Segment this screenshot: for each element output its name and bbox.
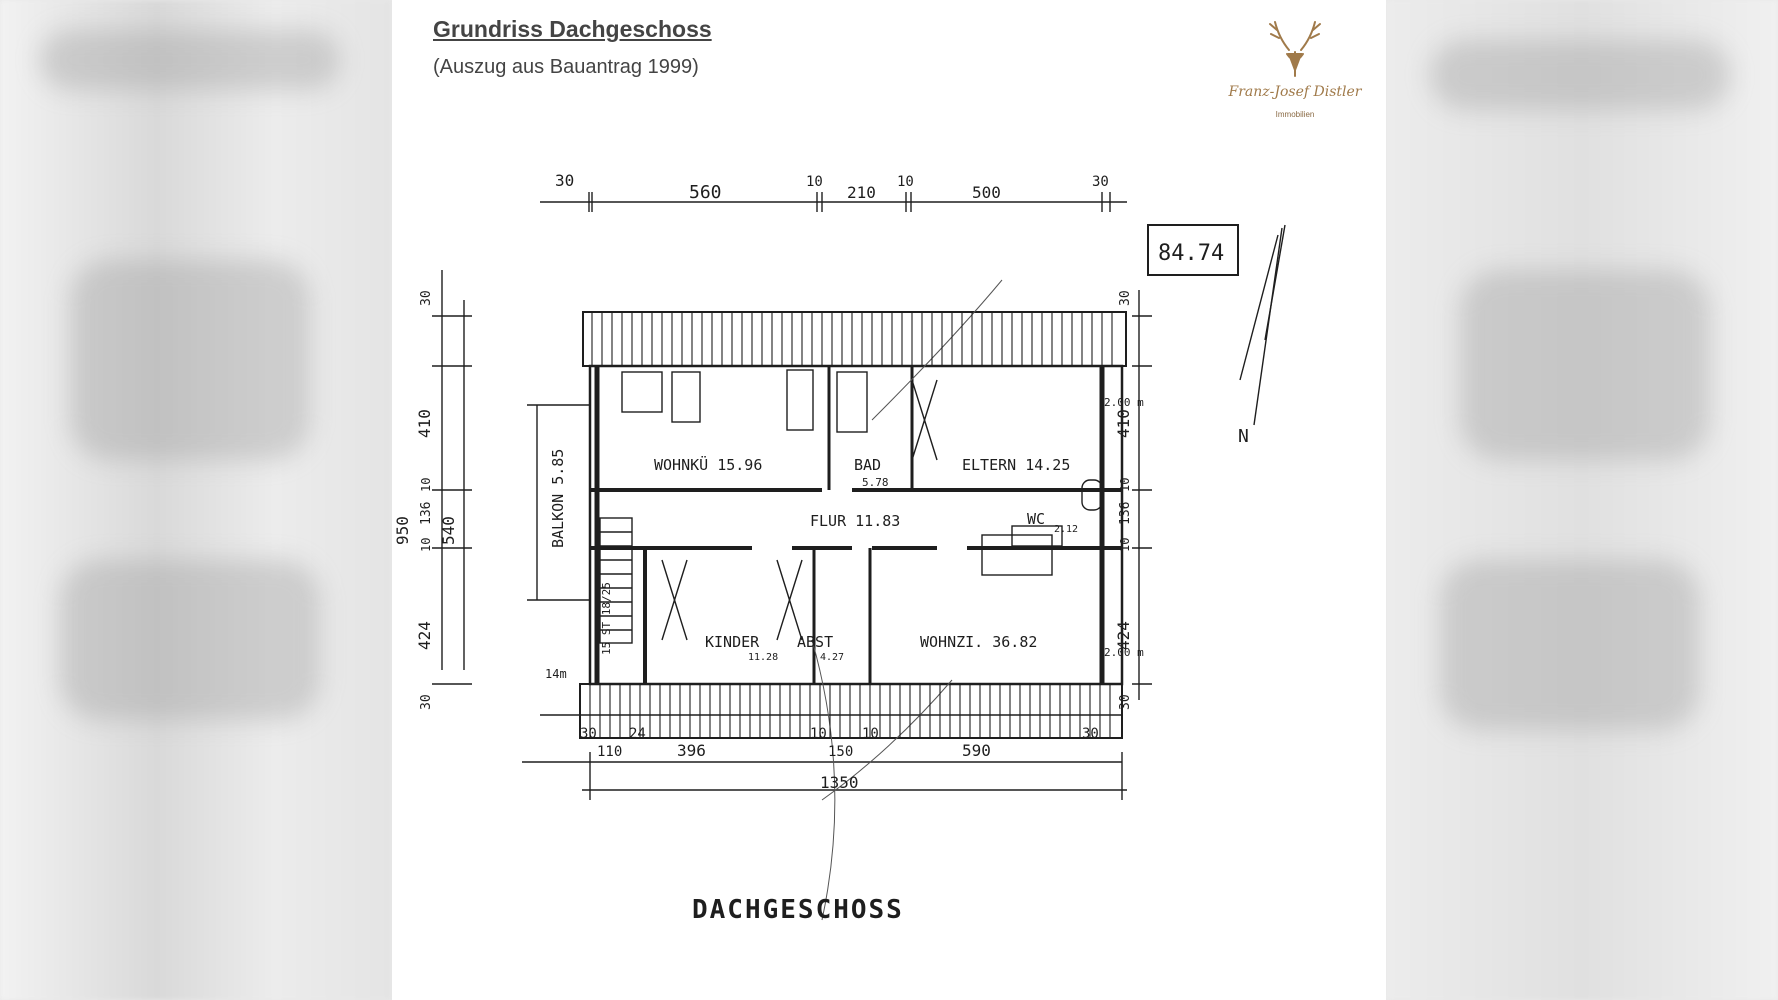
dim-left-3: 10 — [419, 478, 433, 492]
dim-left-5: 10 — [419, 538, 433, 552]
dim-top-2: 560 — [689, 182, 722, 203]
area-stamp-box — [1147, 224, 1239, 276]
blurred-background-left — [0, 0, 392, 1000]
dim-left-7: 30 — [419, 694, 434, 710]
roof-hatch-top — [582, 311, 1127, 367]
dim-bottom-3: 110 — [597, 744, 622, 760]
dim-right-5: 10 — [1118, 538, 1132, 552]
dim-top-7: 30 — [1092, 174, 1109, 190]
dim-right-2: 410 — [1114, 409, 1133, 438]
dim-right-7: 30 — [1118, 694, 1133, 710]
dim-bottom-9: 30 — [1082, 726, 1099, 742]
room-flur: FLUR 11.83 — [810, 512, 900, 530]
dim-left-balcony: 540 — [439, 516, 458, 545]
room-wc-area: 2.12 — [1054, 524, 1078, 535]
deer-head-icon — [1269, 21, 1321, 77]
background-blur-shape — [70, 260, 310, 460]
outer-walls — [588, 364, 1124, 686]
dim-bottom-6: 150 — [828, 744, 853, 760]
dim-bottom-1: 30 — [580, 726, 597, 742]
background-blur-shape — [1430, 40, 1730, 110]
dim-bottom-7: 10 — [862, 726, 879, 742]
dim-top-1: 30 — [555, 171, 574, 190]
page-title: Grundriss Dachgeschoss — [433, 16, 712, 42]
room-eltern: ELTERN 14.25 — [962, 456, 1070, 474]
staircase — [599, 517, 633, 644]
room-abst-area: 4.27 — [820, 652, 844, 663]
room-bad: BAD — [854, 456, 881, 474]
dim-bottom-2: 24 — [629, 726, 646, 742]
roof-hatch-bottom — [579, 683, 1123, 739]
dim-bottom-5: 10 — [810, 726, 827, 742]
balcony-small-dim: 14m — [545, 667, 567, 681]
dim-left-total: 950 — [393, 516, 412, 545]
floor-plan-drawing: 30 560 10 210 10 500 30 84.74 N WOHNKÜ 1… — [392, 140, 1386, 1000]
roof-hatch-strokes — [589, 312, 1113, 738]
room-abst: ABST — [797, 633, 833, 651]
room-bad-area: 5.78 — [862, 476, 889, 489]
room-balkon: BALKON 5.85 — [549, 449, 567, 548]
dim-bottom-4: 396 — [677, 741, 706, 760]
blurred-background-right — [1386, 0, 1778, 1000]
dim-left-4: 136 — [419, 502, 434, 525]
background-blur-shape — [1460, 270, 1710, 460]
ceiling-height-bottom: 2.00 m — [1104, 646, 1144, 659]
page-subtitle: (Auszug aus Bauantrag 1999) — [433, 56, 699, 78]
dim-bottom-8: 590 — [962, 741, 991, 760]
room-wohnzimmer: WOHNZI. 36.82 — [920, 633, 1037, 651]
staircase-label: 15 ST 18/25 — [600, 582, 613, 655]
floor-plan-page: Grundriss Dachgeschoss (Auszug aus Bauan… — [392, 0, 1386, 1000]
room-wc: WC — [1027, 510, 1045, 528]
dim-left-6: 424 — [415, 621, 434, 650]
floor-plan-svg: 30 560 10 210 10 500 30 84.74 N WOHNKÜ 1… — [393, 171, 1286, 925]
background-blur-shape — [60, 560, 320, 720]
area-stamp: 84.74 — [1158, 241, 1224, 266]
dim-right-6: 424 — [1114, 621, 1133, 650]
dim-right-1: 30 — [1118, 290, 1133, 306]
background-blur-shape — [1440, 560, 1700, 730]
room-wohnkueche: WOHNKÜ 15.96 — [654, 455, 762, 474]
dim-total-width: 1350 — [820, 773, 859, 792]
north-label: N — [1238, 426, 1249, 447]
plan-caption: DACHGESCHOSS — [692, 895, 904, 925]
company-logo: Franz-Josef Distler Immobilien — [1220, 14, 1370, 124]
dim-top-4: 210 — [847, 183, 876, 202]
dim-top-3: 10 — [806, 174, 823, 190]
ceiling-height-top: 2.00 m — [1104, 396, 1144, 409]
dim-right-3: 10 — [1118, 478, 1132, 492]
logo-name: Franz-Josef Distler — [1228, 84, 1362, 100]
background-blur-shape — [40, 30, 340, 90]
room-kinder: KINDER — [705, 633, 760, 651]
dim-right-4: 136 — [1118, 502, 1133, 525]
dim-left-1: 30 — [419, 290, 434, 306]
dim-top-6: 500 — [972, 183, 1001, 202]
dim-top-5: 10 — [897, 174, 914, 190]
dim-left-2: 410 — [415, 409, 434, 438]
room-kinder-area: 11.28 — [748, 652, 778, 663]
logo-tagline: Immobilien — [1275, 110, 1315, 119]
